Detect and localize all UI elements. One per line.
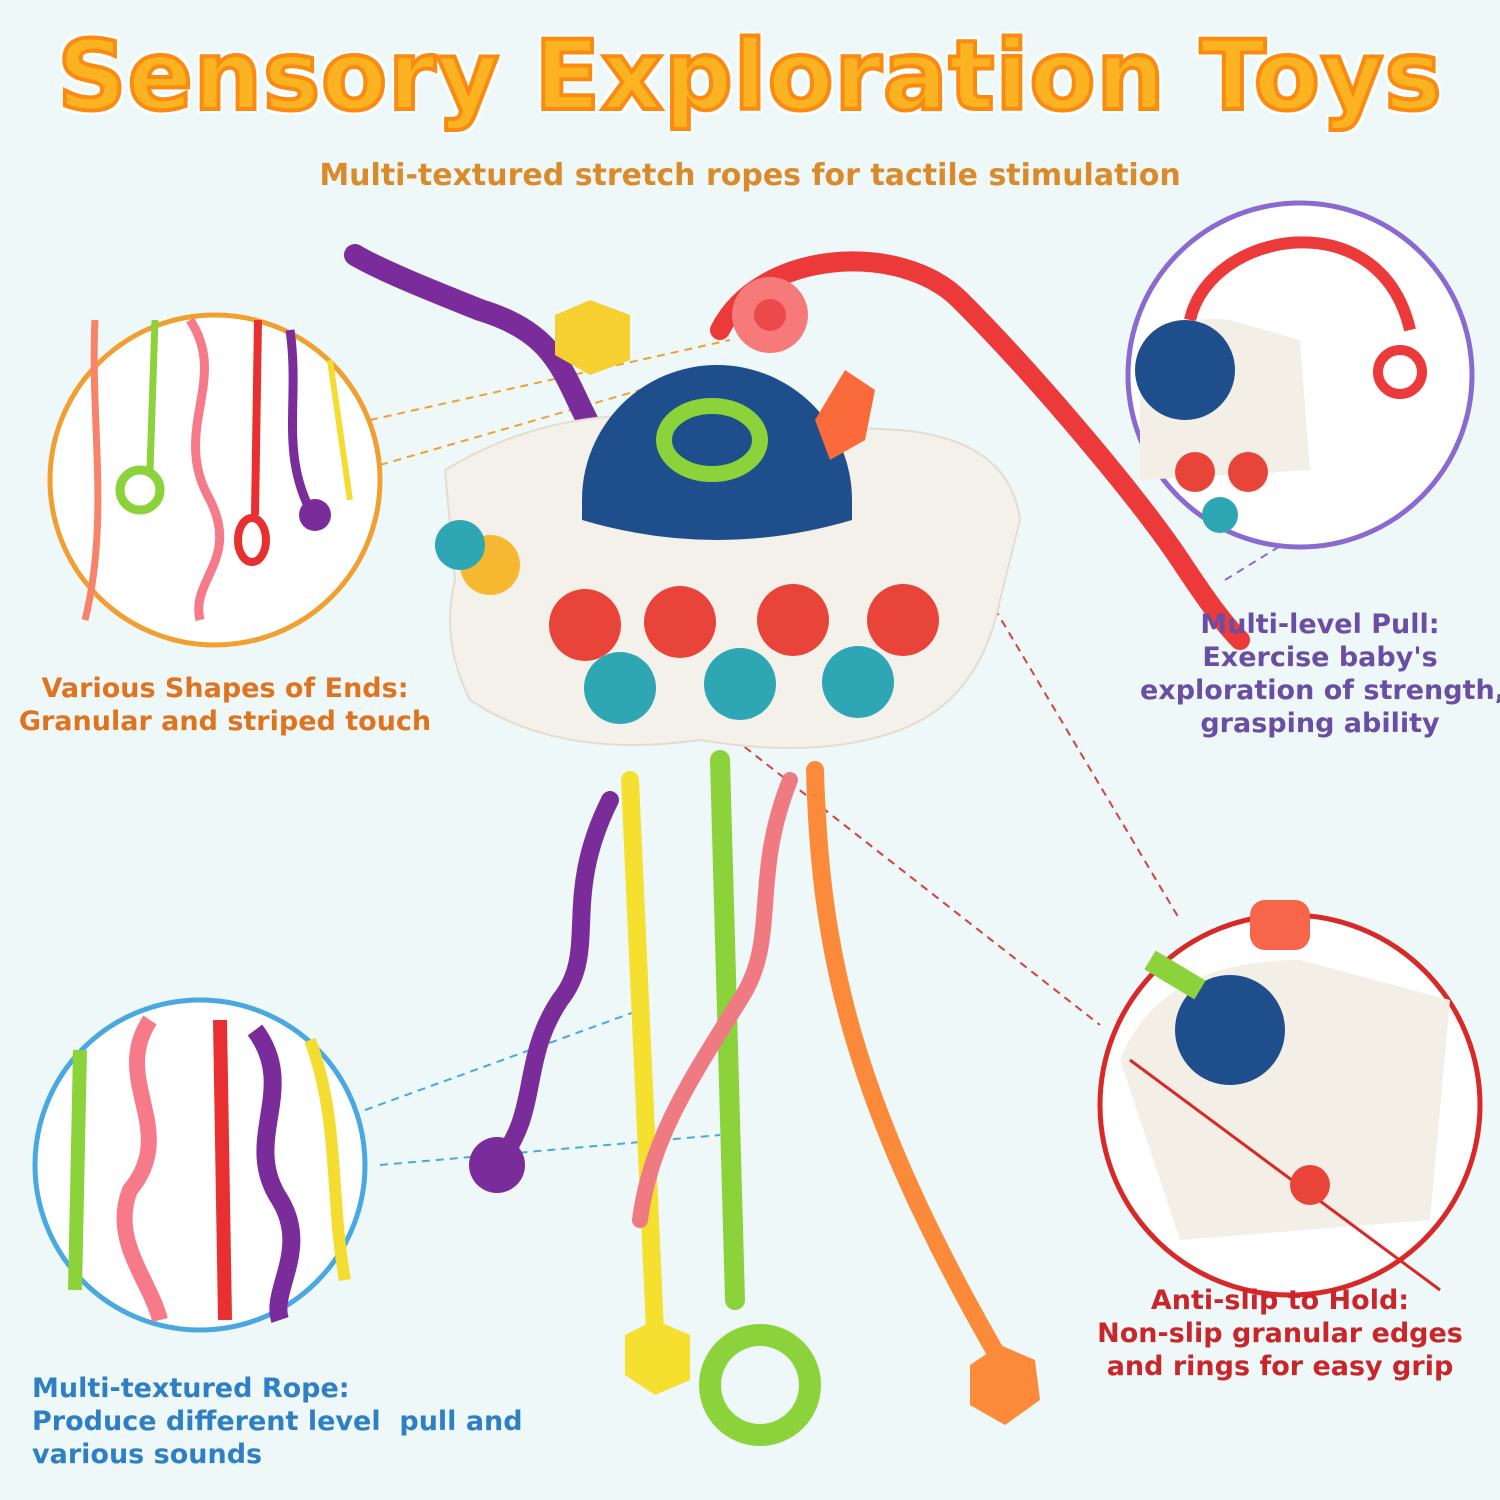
flower-end-yellow <box>625 1320 690 1395</box>
leader-line-grip-2 <box>929 499 1181 921</box>
callout-rope-title: Multi-textured Rope: <box>32 1373 350 1404</box>
page-title: Sensory Exploration Toys <box>55 18 1443 134</box>
ends-detail-circle <box>47 312 383 648</box>
callout-grip: Anti-slip to Hold: Non-slip granular edg… <box>1080 1284 1480 1383</box>
page-subtitle: Multi-textured stretch ropes for tactile… <box>319 158 1181 193</box>
leader-line-rope <box>364 1009 641 1111</box>
main-toy-ropes <box>344 244 1250 1446</box>
callout-ends-text: Granular and striped touch <box>18 706 432 737</box>
callout-pull: Multi-level Pull: Exercise baby's explor… <box>1140 608 1500 740</box>
leader-line-ends-2 <box>379 389 641 466</box>
callout-rope: Multi-textured Rope: Produce different l… <box>32 1372 592 1471</box>
pull-detail-circle <box>1125 200 1475 550</box>
grip-detail-circle <box>1097 900 1483 1298</box>
callout-rope-text-2: various sounds <box>32 1439 263 1470</box>
rope-detail-circle <box>32 997 368 1333</box>
callout-pull-text-2: exploration of strength, <box>1140 675 1500 706</box>
callout-pull-text-3: grasping ability <box>1200 708 1440 739</box>
main-toy-base <box>435 277 1022 749</box>
callout-grip-text-1: Non-slip granular edges <box>1097 1318 1463 1349</box>
callout-pull-text-1: Exercise baby's <box>1202 642 1438 673</box>
callout-grip-text-2: and rings for easy grip <box>1106 1351 1454 1382</box>
callout-pull-title: Multi-level Pull: <box>1200 609 1440 640</box>
leader-line-ends <box>369 339 731 421</box>
callout-ends: Various Shapes of Ends: Granular and str… <box>10 672 440 738</box>
callout-rope-text-1: Produce different level pull and <box>32 1406 523 1437</box>
callout-grip-title: Anti-slip to Hold: <box>1150 1285 1410 1316</box>
flower-end-orange <box>970 1345 1040 1425</box>
callout-ends-title: Various Shapes of Ends: <box>41 673 409 704</box>
